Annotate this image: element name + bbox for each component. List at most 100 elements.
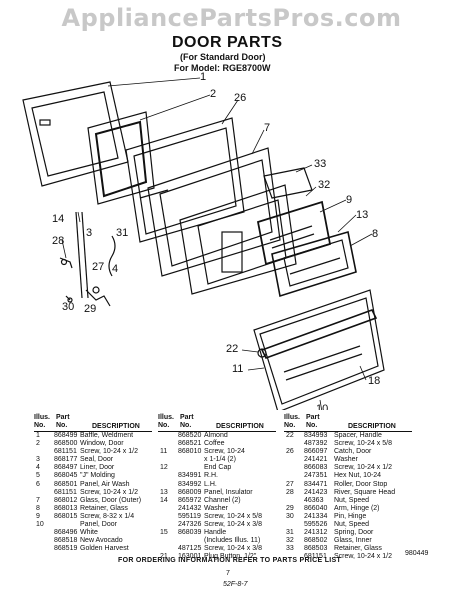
callout-22: 22 [226,343,238,355]
part-no-cell: 247351 [304,472,328,480]
callout-27: 27 [92,261,104,273]
description-cell: Almond [204,432,228,439]
description-cell: Pin, Hinge [334,512,367,520]
callout-28: 28 [52,235,64,247]
part-no-cell: 868045 [54,472,78,480]
illus-no-cell: 26 [286,448,294,456]
part-no-cell: 868500 [54,440,78,448]
illus-no-cell: 2 [36,440,40,448]
description-cell: Screw, 10-24 x 1/2 [80,488,138,496]
description-cell: Baffle, Weldment [80,432,134,439]
description-cell: Nut, Speed [334,521,370,529]
illus-no-cell: 8 [36,504,40,512]
illus-no-cell: 12 [160,464,168,472]
description-cell: L.H. [204,480,217,488]
part-no-cell: 868039 [178,529,202,537]
part-no-cell: 247326 [178,521,202,529]
reference-number: 980449 [405,550,429,557]
description-cell: End Cap [204,464,232,472]
description-cell: New Avocado [80,537,123,545]
part-baffle [22,81,129,187]
table-header: Illus. No. Part No. DESCRIPTION [34,414,152,432]
illus-no-cell: 22 [286,432,294,439]
part-no-cell: 595119 [178,512,201,520]
table-header: Illus. No. Part No. DESCRIPTION [158,414,276,432]
description-cell: Golden Harvest [80,545,129,553]
col-illus-no: Illus. No. [284,414,300,430]
description-cell: White [80,529,98,537]
illus-no-cell: 6 [36,480,40,488]
watermark: AppliancePartsPros.com [61,4,402,32]
model-label: For Model: RGE8700W [174,63,271,73]
table-row: (Includes Illus. 11) [158,537,276,545]
callout-29: 29 [84,303,96,315]
col-part-no: Part No. [56,414,70,430]
callout-9: 9 [346,194,352,206]
col-illus-no: Illus. No. [34,414,50,430]
illus-no-cell: 3 [36,456,40,464]
part-spring [108,235,116,277]
part-no-cell: 834993 [304,432,328,439]
part-no-cell: 868502 [304,537,328,545]
part-no-cell: 868519 [54,545,78,553]
part-no-cell: 241312 [304,529,328,537]
illus-no-cell: 21 [160,553,168,561]
part-no-cell: 868518 [54,537,78,545]
illus-no-cell: 15 [160,529,168,537]
callout-26: 26 [234,92,246,104]
col-part-no: Part No. [180,414,194,430]
callout-4: 4 [112,263,118,275]
description-cell: "J" Molding [80,472,115,480]
part-no-cell: 868497 [54,464,78,472]
part-no-cell: 241423 [304,488,328,496]
part-no-cell: 868015 [54,512,78,520]
part-no-cell: 241334 [304,512,328,520]
description-cell: Screw, 10-24 x 1/2 [80,448,138,456]
description-cell: Screw, 10-24 [204,448,245,456]
part-no-cell: 487125 [178,545,202,553]
part-inner-panel [179,184,297,295]
part-no-cell: 868501 [54,480,78,488]
callout-2: 2 [210,88,216,100]
callout-30: 30 [62,301,74,313]
description-cell: Screw, 10-24 x 1/2 [334,464,392,472]
description-cell: (Includes Illus. 11) [204,537,261,545]
description-cell: Arm, Hinge (2) [334,504,380,512]
part-no-cell: 868013 [54,504,78,512]
part-liner [125,117,245,243]
description-cell: Retainer, Glass [334,545,382,553]
illus-no-cell: 10 [36,521,44,529]
page-title: DOOR PARTS [172,34,283,51]
illus-no-cell: 32 [286,537,294,545]
description-cell: Window, Door [80,440,124,448]
part-no-cell: 681151 [54,448,77,456]
callout-10: 10 [316,403,328,410]
door-exploded-diagram: 1 2 26 7 33 32 9 13 8 14 28 3 31 4 27 30… [22,71,385,410]
description-cell: Roller, Door Stop [334,480,388,488]
part-channel [59,211,89,299]
part-no-cell: 241421 [304,456,328,464]
callout-13: 13 [356,209,368,221]
col-illus-no: Illus. No. [158,414,174,430]
callout-32: 32 [318,179,330,191]
illus-no-cell: 9 [36,512,40,520]
illus-no-cell: 27 [286,480,294,488]
